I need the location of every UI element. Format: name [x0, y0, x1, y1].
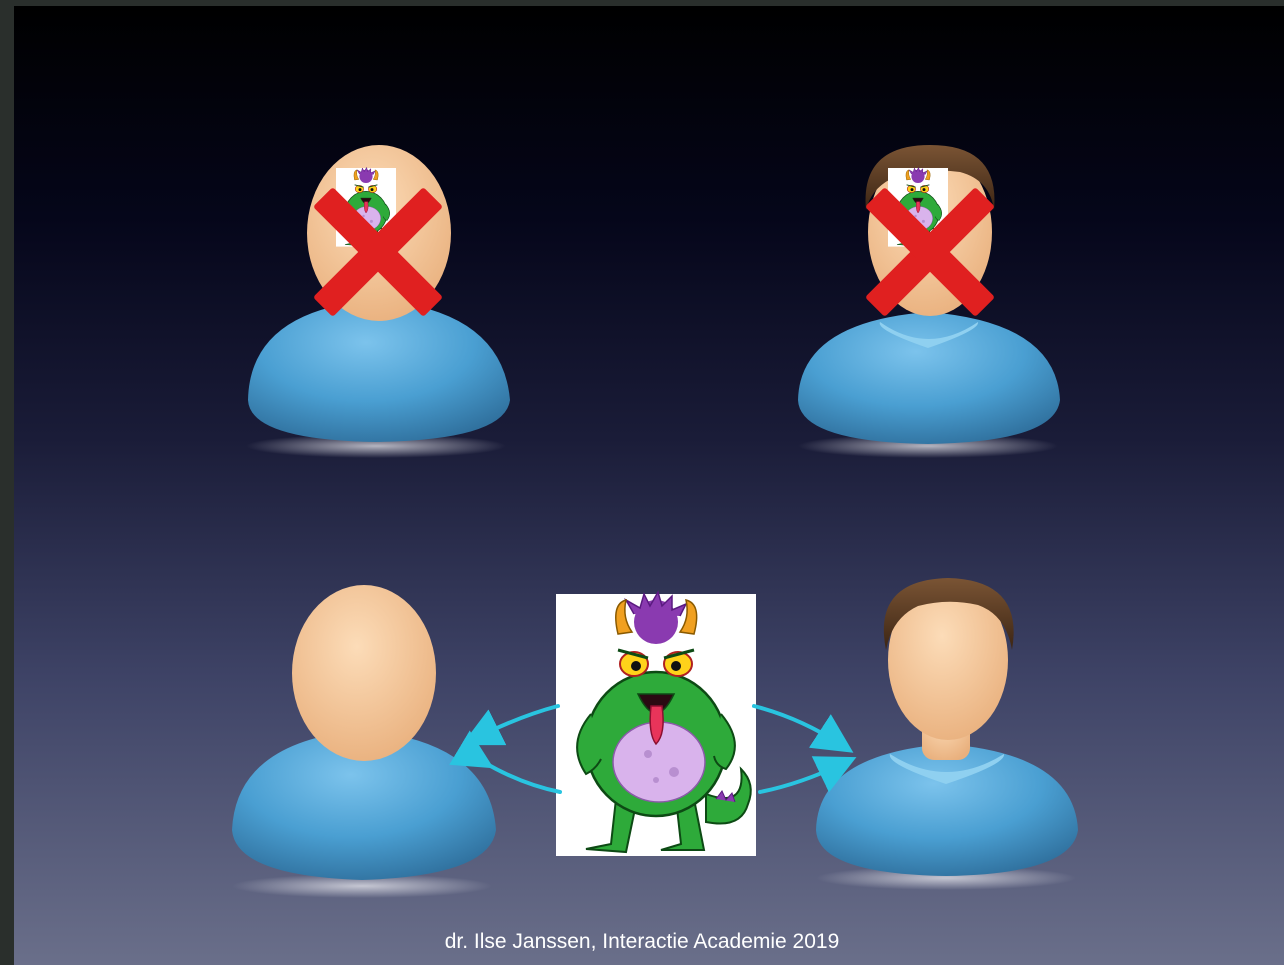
arrow-to-right-upper	[754, 706, 840, 744]
arrow-to-left-upper	[476, 706, 558, 738]
person-top-left	[246, 145, 510, 458]
person-body-icon	[816, 744, 1078, 876]
person-bottom-right	[816, 578, 1078, 890]
person-bottom-left	[232, 585, 496, 898]
person-head-icon	[292, 585, 436, 761]
person-body-icon	[248, 300, 510, 442]
arrow-to-right-lower	[760, 764, 842, 792]
person-top-right	[798, 145, 1060, 458]
monster-card-large	[556, 592, 756, 856]
arrow-to-left-lower	[480, 760, 560, 792]
person-body-icon	[798, 312, 1060, 444]
footer-credit: dr. Ilse Janssen, Interactie Academie 20…	[0, 930, 1284, 954]
monster-illustration	[556, 592, 756, 856]
